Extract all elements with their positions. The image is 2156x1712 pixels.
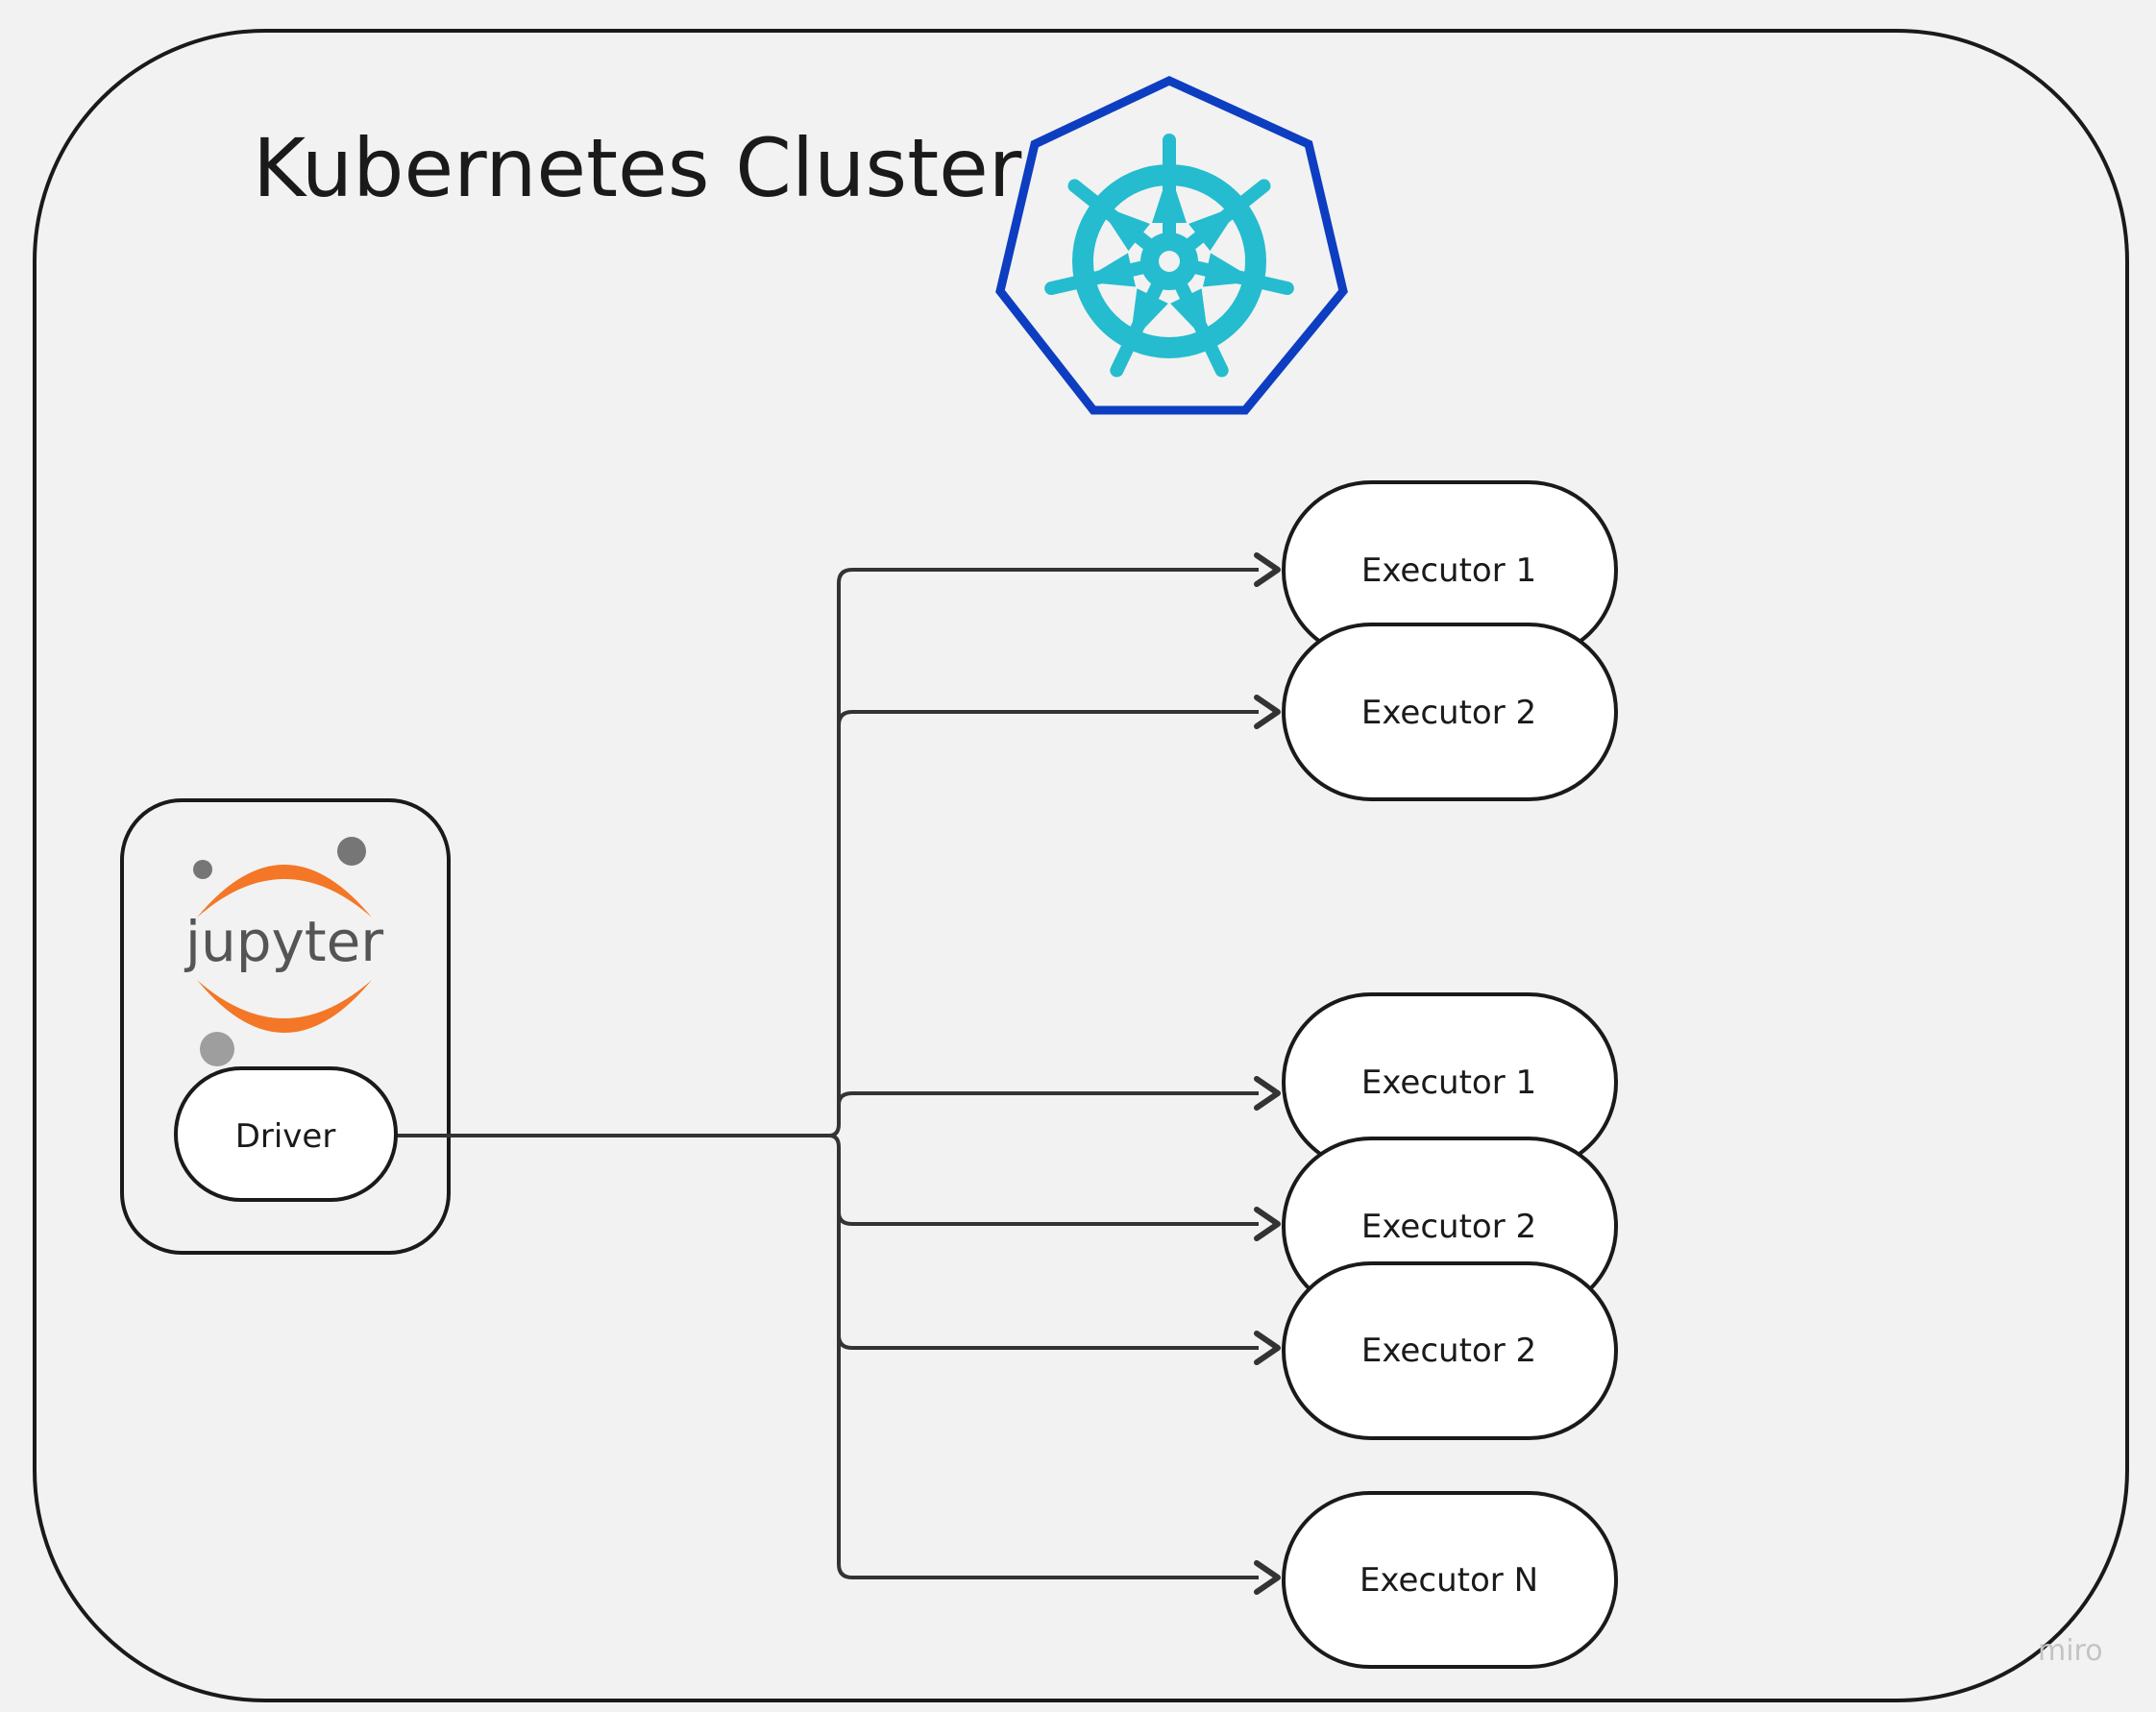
- connector-exec-1b: [837, 1091, 1259, 1106]
- cluster-boundary: [33, 29, 2129, 1702]
- executor-node[interactable]: Executor N: [1282, 1491, 1618, 1669]
- executor-label: Executor 2: [1361, 1208, 1536, 1246]
- connector-exec-n: [837, 1335, 1259, 1579]
- executor-label: Executor N: [1360, 1561, 1538, 1600]
- cluster-title: Kubernetes Cluster: [253, 121, 1022, 215]
- executor-node[interactable]: Executor 2: [1282, 623, 1618, 801]
- executor-label: Executor 2: [1361, 694, 1536, 732]
- arrowhead-exec-2b: [1254, 1207, 1281, 1241]
- connector-exec-1a: [828, 568, 1259, 1137]
- connectors: [394, 552, 1281, 1595]
- arrowhead-exec-1b: [1254, 1076, 1281, 1111]
- jupyter-wordmark: jupyter: [184, 909, 383, 974]
- executor-label: Executor 1: [1361, 1064, 1536, 1102]
- driver-label: Driver: [235, 1117, 336, 1156]
- executor-node[interactable]: Executor 1: [1282, 992, 1618, 1172]
- executor-label: Executor 2: [1361, 1332, 1536, 1370]
- executor-node[interactable]: Executor 1: [1282, 480, 1618, 660]
- jupyter-logo-icon: jupyter: [184, 837, 383, 1066]
- executor-node[interactable]: Executor 2: [1282, 1261, 1618, 1440]
- driver-node[interactable]: Driver: [174, 1066, 398, 1202]
- executor-label: Executor 1: [1361, 551, 1536, 590]
- arrowhead-exec-n: [1254, 1560, 1281, 1595]
- arrowhead-exec-2a: [1254, 695, 1281, 729]
- connector-exec-2a: [837, 710, 1259, 726]
- arrowhead-exec-2c: [1254, 1331, 1281, 1365]
- arrowhead-exec-1a: [1254, 552, 1281, 587]
- kubernetes-helm-icon: [995, 76, 1348, 415]
- miro-watermark: miro: [2038, 1634, 2103, 1668]
